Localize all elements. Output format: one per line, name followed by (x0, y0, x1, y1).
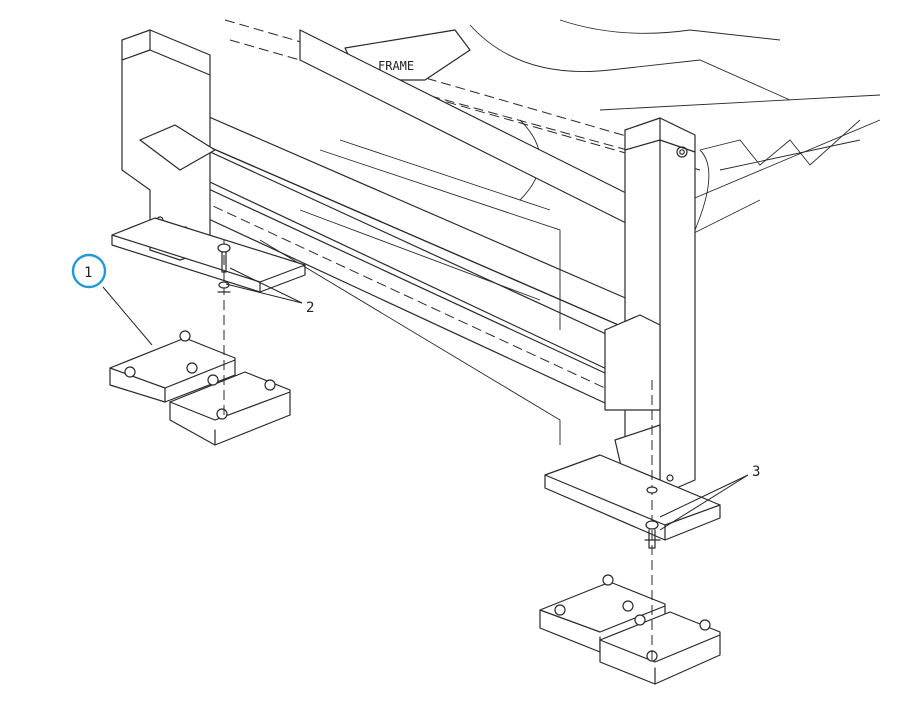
right-bolt-assembly (644, 380, 661, 660)
left-upright (111, 29, 306, 293)
callout-1[interactable]: 1 (71, 253, 107, 289)
callout-3-label: 3 (752, 464, 760, 480)
callout-1-highlight-ring (71, 253, 107, 289)
frame-label: FRAME (378, 59, 414, 73)
right-mount-pad (539, 574, 721, 685)
right-upright (544, 117, 721, 541)
left-bolt-assembly (217, 240, 231, 420)
callout-leaders (102, 267, 749, 531)
callout-2[interactable]: 2 (306, 300, 314, 316)
callout-1-label: 1 (84, 265, 92, 281)
left-mount-pad (109, 330, 291, 446)
callout-3[interactable]: 3 (752, 464, 760, 480)
callout-2-label: 2 (306, 300, 314, 316)
main-frame-beams (169, 29, 651, 445)
